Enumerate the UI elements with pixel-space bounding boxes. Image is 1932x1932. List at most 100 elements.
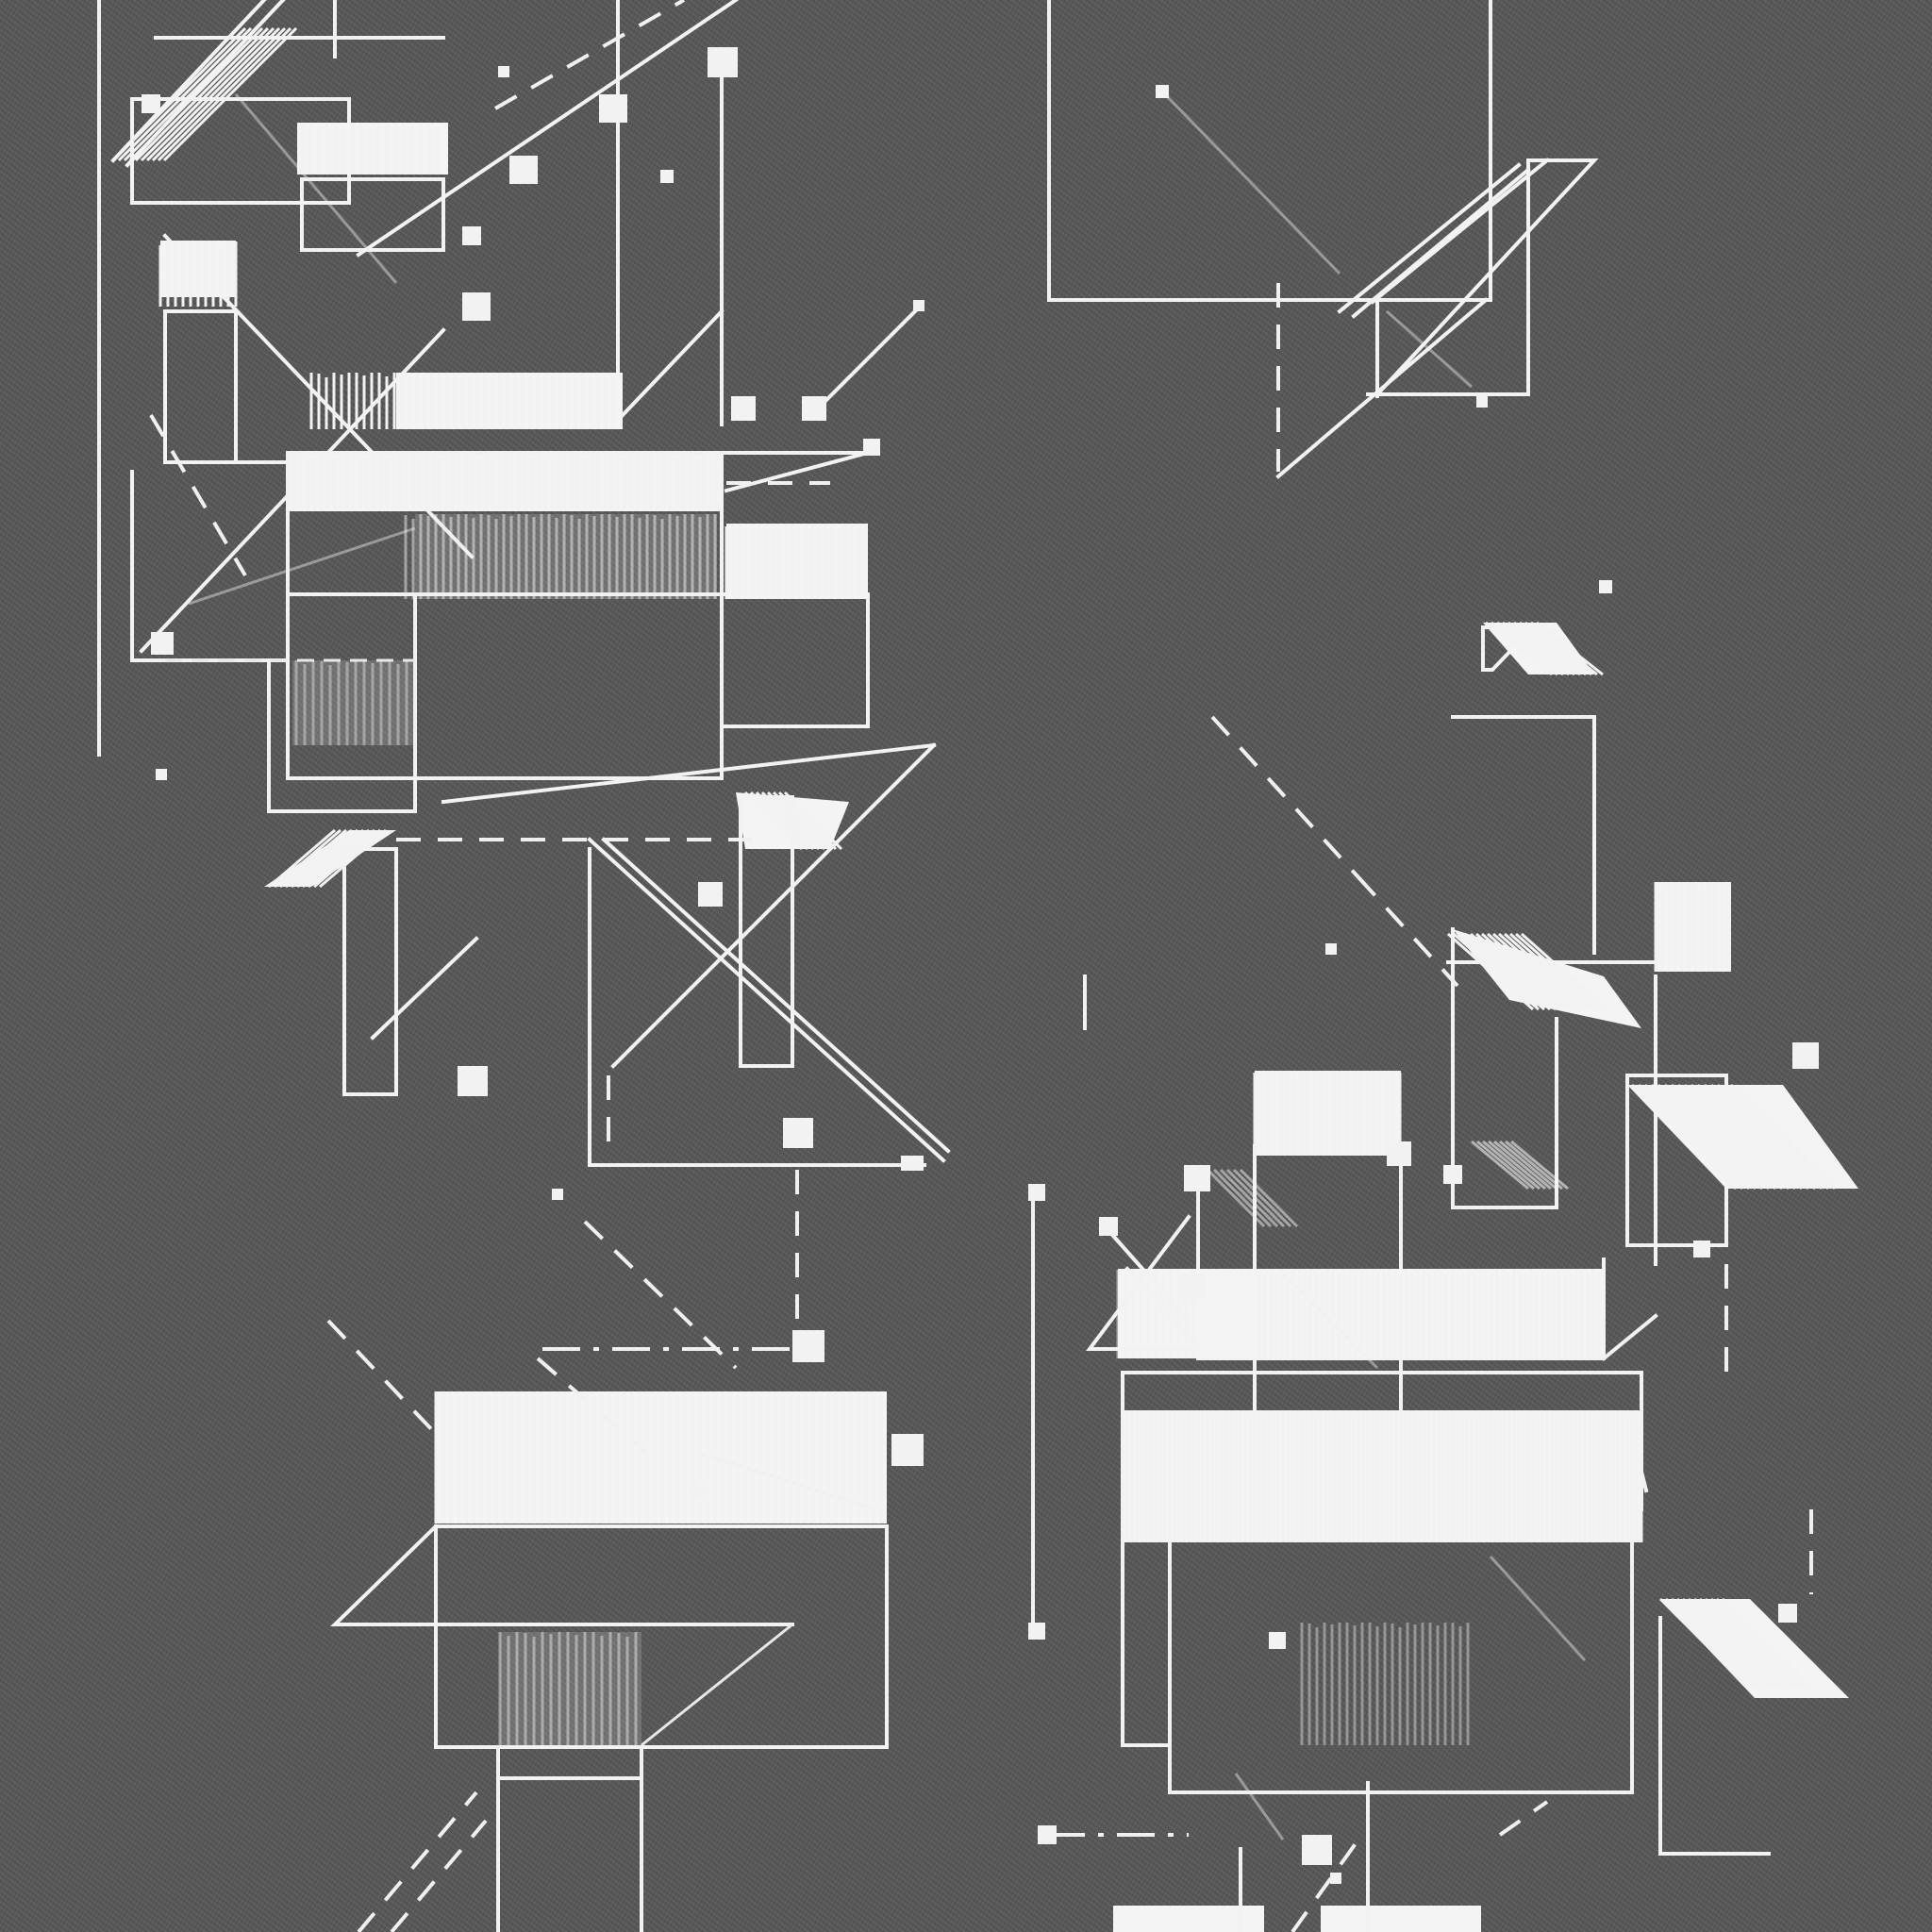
diagonal-hatch-line [1492, 932, 1579, 1011]
diagonal-hatch-line [1709, 1083, 1817, 1191]
diagonal-hatch-line [1630, 1083, 1738, 1191]
diagonal-hatch-line [313, 828, 381, 889]
diagonal-hatch-line [319, 828, 387, 889]
diagonal-hatch-line [117, 26, 253, 162]
diagonal-hatch-line [1670, 1083, 1777, 1191]
top-right-frame [1047, 0, 1599, 479]
diagonal-hatch-line [1683, 1083, 1790, 1191]
diagonal-hatch-line [1663, 1083, 1771, 1191]
diagonal-hatch-line [1493, 1140, 1552, 1191]
diagonal-hatch-line [1481, 932, 1568, 1011]
diagonal-hatch-line [1703, 1083, 1810, 1191]
diagonal-hatch-line [1643, 1083, 1751, 1191]
diagonal-hatch-line [1524, 621, 1592, 676]
diagonal-hatch-line [296, 828, 364, 889]
diagonal-hatch-line [1476, 1140, 1535, 1191]
diagonal-hatch-line [1698, 1597, 1791, 1690]
diagonal-hatch-line [1721, 1597, 1814, 1690]
diagonal-hatch-line [1507, 621, 1575, 676]
diagonal-hatch-line [134, 26, 270, 162]
diagonal-hatch-line [1502, 621, 1570, 676]
diagonal-hatch-line [1475, 932, 1562, 1011]
diagonal-hatch-line [128, 26, 264, 162]
diagonal-hatch-line [1715, 1597, 1808, 1690]
diagonal-hatch-line [1232, 1168, 1292, 1228]
diagonal-hatch-line [111, 26, 247, 162]
diagonal-hatch-line [1530, 621, 1598, 676]
diagonal-hatch-line [1487, 932, 1574, 1011]
diagonal-hatch-line [1704, 1597, 1797, 1690]
diagonal-hatch-line [1664, 1597, 1757, 1690]
diagonal-hatch-line [285, 828, 353, 889]
diagonal-hatch-line [1536, 621, 1604, 676]
diagonal-hatch-line [1681, 1597, 1774, 1690]
diagonal-hatch-line [291, 828, 358, 889]
diagonal-hatch-line [1637, 1083, 1744, 1191]
diagonal-hatch-line [1491, 621, 1558, 676]
diagonal-hatch-line [1225, 1168, 1286, 1228]
diagonal-hatch-line [1716, 1083, 1824, 1191]
diagonal-hatch-line [1519, 621, 1587, 676]
diagonal-hatch-line [279, 828, 347, 889]
diagonal-hatch-line [766, 791, 826, 851]
diagonal-hatch-line [1219, 1168, 1279, 1228]
diagonal-hatch-line [1496, 621, 1564, 676]
diagonal-hatch-line [268, 828, 336, 889]
diagonal-hatch-line [1675, 1597, 1769, 1690]
diagonal-hatch-line [308, 828, 375, 889]
diagonal-hatch-line [162, 26, 298, 162]
diagonal-hatch-line [1709, 1597, 1803, 1690]
diagonal-hatch-line [1206, 1168, 1266, 1228]
diagonal-hatch-line [123, 26, 258, 162]
diagonal-hatch-line [1505, 1140, 1563, 1191]
diagonal-hatch-line [777, 791, 838, 851]
diagonal-hatch-line [1513, 621, 1581, 676]
bottom-right-structure [1028, 580, 1858, 1932]
diagonal-hatch-line [302, 828, 370, 889]
diagonal-hatch-line [145, 26, 281, 162]
diagonal-hatch-line [1504, 932, 1591, 1011]
diagonal-hatch-line [1488, 1140, 1546, 1191]
bottom-left-structure [326, 1220, 924, 1932]
diagonal-hatch-line [1515, 932, 1602, 1011]
diagonal-hatch-line [140, 26, 275, 162]
diagonal-hatch-line [1447, 932, 1534, 1011]
diagonal-hatch-line [1729, 1083, 1837, 1191]
diagonal-hatch-line [1650, 1083, 1757, 1191]
diagonal-hatch-line [749, 791, 809, 851]
diagonal-hatch-line [274, 828, 341, 889]
diagonal-hatch-line [783, 791, 843, 851]
top-left-structure [97, 0, 951, 1340]
diagonal-hatch-line [1458, 932, 1545, 1011]
diagonal-hatch-line [1498, 932, 1585, 1011]
diagonal-hatch-line [1510, 1140, 1569, 1191]
diagonal-hatch-line [1696, 1083, 1804, 1191]
diagonal-hatch-line [772, 791, 832, 851]
diagonal-hatch-line [1212, 1168, 1273, 1228]
diagonal-hatch-line [1482, 1140, 1541, 1191]
diagonal-hatch-line [1692, 1597, 1786, 1690]
diagonal-hatch-line [151, 26, 287, 162]
diagonal-hatch-line [1485, 621, 1553, 676]
diagonal-hatch-line [1471, 1140, 1529, 1191]
diagonal-hatch-line [1670, 1597, 1763, 1690]
diagonal-hatch-line [1658, 1597, 1752, 1690]
diagonal-hatch-line [1676, 1083, 1784, 1191]
diagonal-hatch-line [1499, 1140, 1557, 1191]
diagonal-hatch-line [1687, 1597, 1780, 1690]
diagonal-hatch-line [1657, 1083, 1764, 1191]
diagonal-hatch-line [760, 791, 821, 851]
diagonal-hatch-line [1723, 1083, 1830, 1191]
diagonal-hatch-line [1690, 1083, 1797, 1191]
diagonal-hatch-line [1239, 1168, 1299, 1228]
diagonal-hatch-line [157, 26, 292, 162]
diagonal-hatch-line [1464, 932, 1551, 1011]
diagonal-hatch-line [755, 791, 815, 851]
diagonal-hatch-line [1509, 932, 1596, 1011]
diagonal-hatch-line [1453, 932, 1540, 1011]
diagonal-hatch-line [1521, 932, 1607, 1011]
diagonal-hatch-line [1470, 932, 1557, 1011]
diagonal-hatch-line [743, 791, 804, 851]
